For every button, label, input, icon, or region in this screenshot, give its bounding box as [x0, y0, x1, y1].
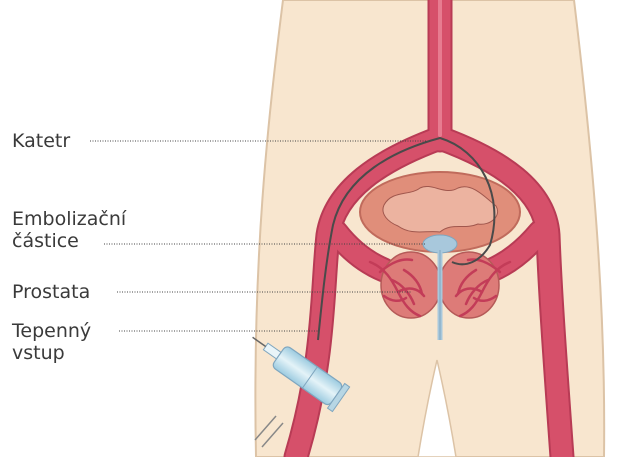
label-embolic-particles-line1: Embolizační [12, 208, 126, 230]
label-arterial-access-line2: vstup [12, 342, 91, 364]
label-embolic-particles-line2: částice [12, 230, 126, 252]
label-arterial-access: Tepenný vstup [12, 320, 91, 364]
label-catheter: Katetr [12, 130, 70, 152]
label-prostate: Prostata [12, 281, 90, 303]
label-arterial-access-line1: Tepenný [12, 320, 91, 342]
label-catheter-text: Katetr [12, 130, 70, 152]
label-prostate-text: Prostata [12, 281, 90, 303]
label-embolic-particles: Embolizační částice [12, 208, 126, 252]
